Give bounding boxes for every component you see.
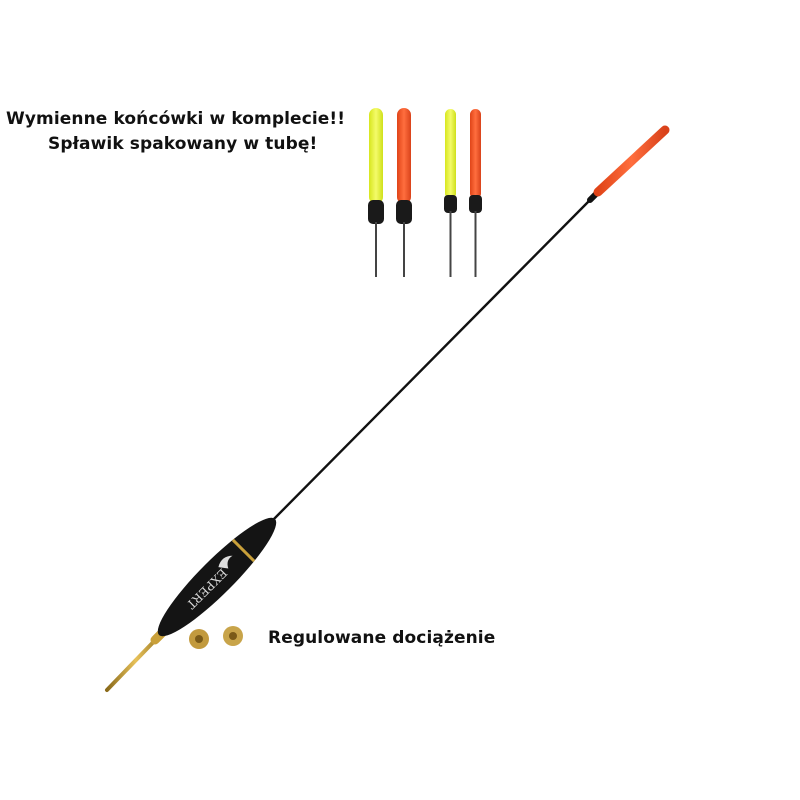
- spare-tip-yellow-1: [368, 108, 384, 277]
- orange-tip: [593, 125, 670, 197]
- float-body: EXPERT: [157, 517, 277, 637]
- adjustable-weights: [189, 626, 243, 649]
- brand-logo-icon: [218, 555, 233, 569]
- float: EXPERT: [105, 125, 670, 692]
- caption-packed-in-tube: Spławik spakowany w tubę!: [48, 134, 318, 154]
- spare-tip-orange-2: [469, 109, 482, 277]
- spare-tip-orange-1: [396, 108, 412, 277]
- caption-replaceable-tips: Wymienne końcówki w komplecie!!: [6, 109, 346, 129]
- spare-tip-yellow-2: [444, 109, 457, 277]
- caption-adjustable-weight: Regulowane dociążenie: [268, 628, 496, 648]
- antenna: [267, 199, 591, 526]
